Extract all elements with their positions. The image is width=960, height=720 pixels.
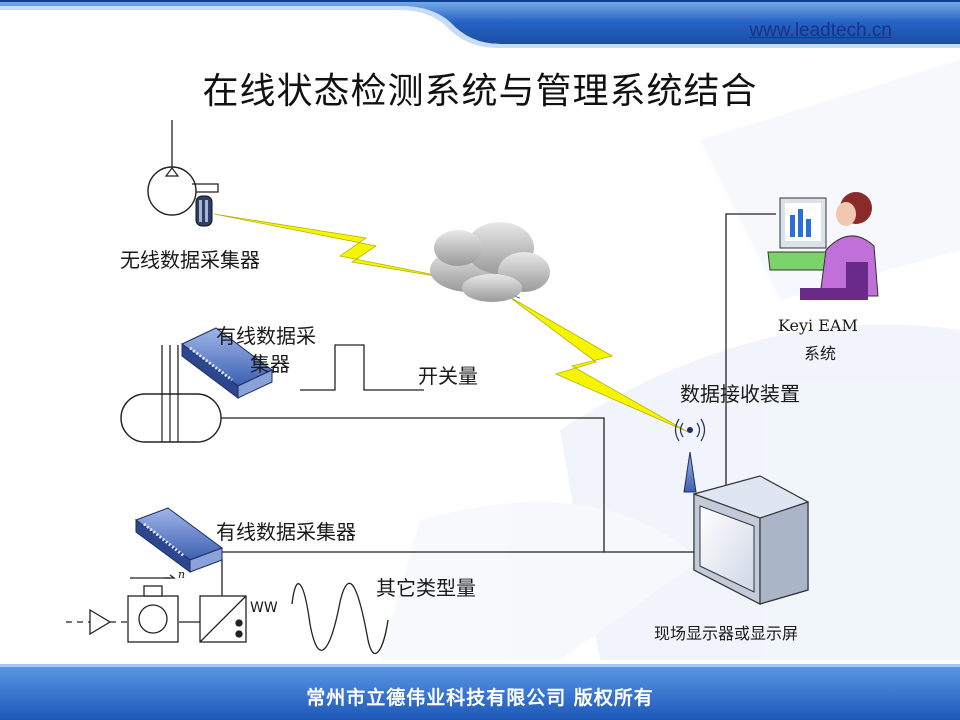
tank-vessel [120, 393, 222, 443]
website-link[interactable]: www.leadtech.cn [749, 20, 892, 41]
footer-copyright: 常州市立德伟业科技有限公司 版权所有 [306, 687, 654, 709]
footer-bar [0, 664, 960, 720]
wired-collector-device [181, 327, 273, 399]
label-other-types: 其它类型量 [376, 576, 476, 600]
label-data-receiver: 数据接收装置 [680, 382, 800, 406]
vibration-waveform [291, 582, 389, 655]
label-eam-system-line2: 系统 [804, 344, 837, 363]
label-display: 现场显示器或显示屏 [654, 624, 799, 643]
label-wave: WW [250, 600, 278, 616]
display-monitor-icon [693, 475, 809, 605]
label-wireless-collector: 无线数据采集器 [120, 248, 260, 272]
label-wired-collector-line1: 有线数据采 [216, 324, 316, 348]
antenna-icon [674, 418, 706, 493]
wireless-collector-device [147, 166, 219, 227]
label-wired-collector-2: 有线数据采集器 [216, 520, 356, 544]
eam-workstation-icon [767, 192, 879, 300]
page-title: 在线状态检测系统与管理系统结合 [202, 71, 758, 112]
header-bar [0, 0, 960, 48]
label-motor-speed: n [178, 568, 186, 581]
motor-transducer [89, 574, 247, 643]
wiring [66, 120, 776, 623]
network-cloud-icon [430, 222, 550, 302]
label-wired-collector-line2: 集器 [250, 352, 290, 376]
wired-collector-device-2 [134, 507, 224, 573]
label-switch-quantity: 开关量 [418, 364, 478, 388]
label-eam-system-line1: Keyi EAM [778, 316, 858, 335]
